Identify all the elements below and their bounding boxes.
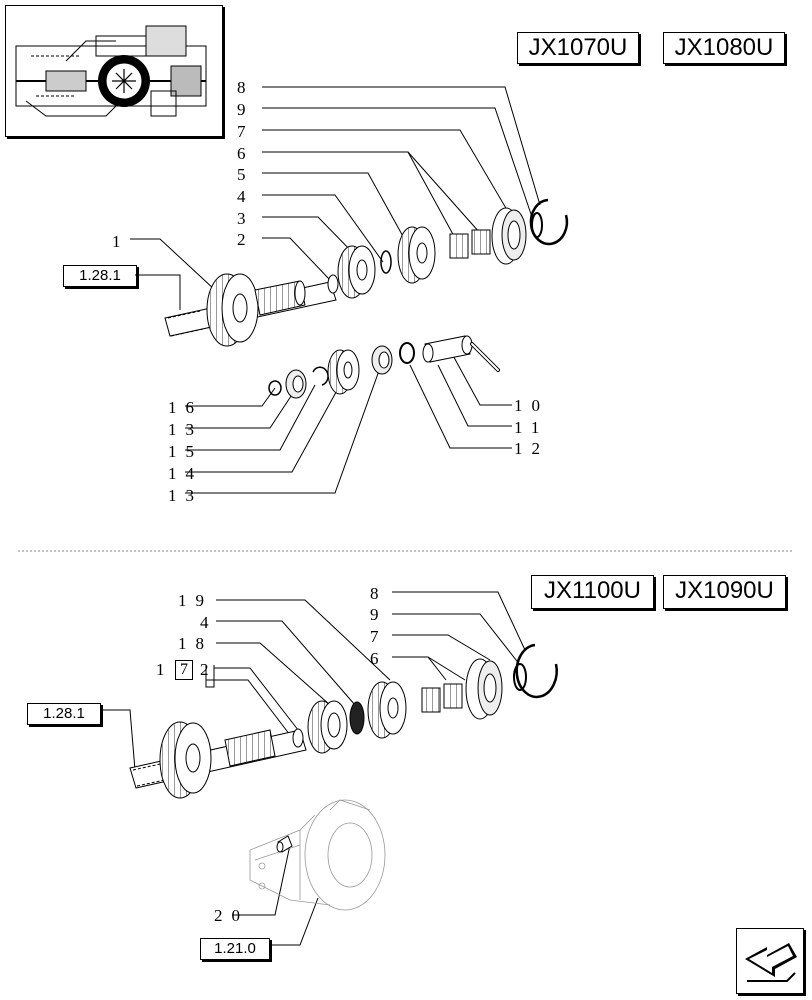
callout-bottom-9: 9 xyxy=(370,605,388,624)
part-2-ring-top xyxy=(327,274,339,294)
assembly-thumbnail[interactable] xyxy=(5,5,223,137)
callout-top-16: 16 xyxy=(168,398,203,417)
part-20-dowel xyxy=(276,835,293,853)
ref-link-1-28-1-top[interactable]: 1.28.1 xyxy=(63,265,137,287)
part-4-spacer-bottom xyxy=(349,701,365,735)
callout-bottom-18: 18 xyxy=(178,634,213,653)
part-13-bearing-a xyxy=(285,369,307,399)
callout-top-12: 12 xyxy=(514,439,549,458)
callout-top-11: 11 xyxy=(514,418,549,437)
callout-top-15: 15 xyxy=(168,442,203,461)
callout-top-14: 14 xyxy=(168,464,203,483)
part-3-gear-top xyxy=(337,245,376,299)
callout-bottom-7: 7 xyxy=(370,627,388,646)
top-leader-lines xyxy=(130,86,541,494)
ref-link-1-28-1-bottom[interactable]: 1.28.1 xyxy=(27,703,101,725)
part-16-clip xyxy=(268,380,282,396)
callout-bottom-20: 20 xyxy=(214,906,249,925)
callout-top-8: 8 xyxy=(237,78,255,97)
part-19-gear-bottom xyxy=(367,681,407,739)
housing-phantom xyxy=(249,799,386,911)
callout-top-13a: 13 xyxy=(168,420,203,439)
callout-top-2: 2 xyxy=(237,230,255,249)
part-13-bearing-b xyxy=(371,345,393,375)
callout-bottom-19: 19 xyxy=(178,591,213,610)
part-4-snap-top xyxy=(380,250,392,274)
part-15-ring xyxy=(312,366,329,386)
part-18-hub-bottom xyxy=(307,700,348,754)
part-6-rollers-bottom xyxy=(421,683,463,713)
callout-bottom-8: 8 xyxy=(370,584,388,603)
model-label-jx1100u: JX1100U xyxy=(531,575,654,609)
callout-top-7: 7 xyxy=(237,122,255,141)
arrow-icon-drawing xyxy=(745,943,797,982)
assembly-thumbnail-drawing xyxy=(15,25,207,117)
part-7-bearing-top xyxy=(491,207,527,265)
part-12-washer xyxy=(399,342,415,364)
callout-top-13b: 13 xyxy=(168,486,203,505)
part-7-bearing-bottom xyxy=(465,658,503,720)
part-6-rollers-top xyxy=(449,229,491,259)
callout-top-4: 4 xyxy=(237,187,255,206)
callout-top-5: 5 xyxy=(237,165,255,184)
model-label-jx1080u: JX1080U xyxy=(663,32,785,64)
callout-top-1: 1 xyxy=(112,232,130,251)
next-page-arrow-icon[interactable] xyxy=(736,928,804,994)
callout-top-9: 9 xyxy=(237,100,255,119)
part-8-circlip-top xyxy=(529,198,569,246)
callout-top-6: 6 xyxy=(237,144,255,163)
part-14-gear xyxy=(327,349,360,395)
callout-bottom-1: 1 xyxy=(156,660,174,679)
bottom-leader-lines xyxy=(100,591,526,946)
part-8-circlip-bottom xyxy=(515,643,558,699)
callout-top-3: 3 xyxy=(237,209,255,228)
part-1-shaft-top xyxy=(164,273,337,347)
callout-top-10: 10 xyxy=(514,396,549,415)
callout-bottom-2: 2 xyxy=(200,660,218,679)
callout-bottom-6: 6 xyxy=(370,649,388,668)
ref-link-1-21-0[interactable]: 1.21.0 xyxy=(200,938,270,960)
part-2-ring-bottom xyxy=(292,728,304,748)
part-9-ring-bottom xyxy=(513,663,527,691)
part-11-pin-shaft xyxy=(422,335,473,363)
bracket-ref-7: 7 xyxy=(175,660,193,680)
callout-bottom-4: 4 xyxy=(200,613,218,632)
part-1-shaft-bottom xyxy=(129,721,307,799)
part-5-gear-top xyxy=(397,226,436,284)
model-label-jx1070u: JX1070U xyxy=(517,32,639,64)
model-label-jx1090u: JX1090U xyxy=(663,575,786,609)
